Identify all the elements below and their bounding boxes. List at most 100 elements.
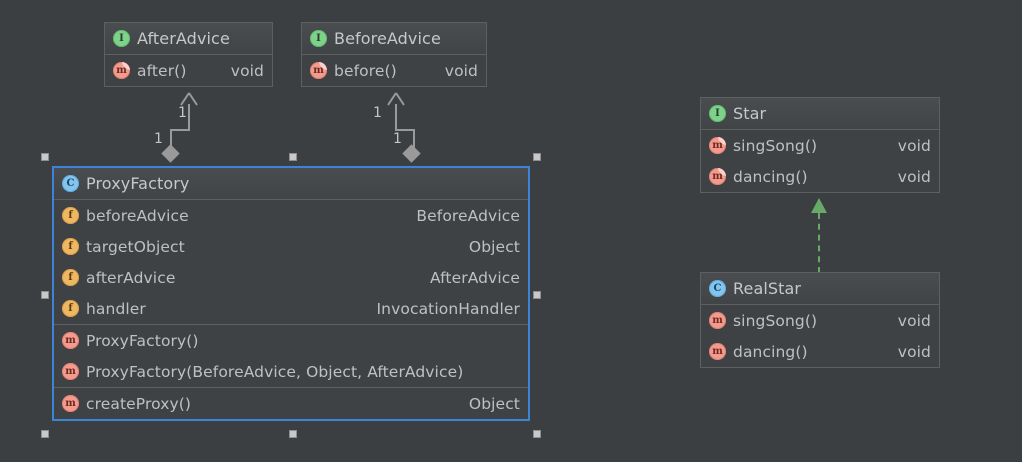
connector-segment [188,104,190,131]
member-type: void [897,136,931,155]
class-members-section: m before() void [302,55,486,86]
abstract-method-icon: m [709,168,726,185]
connector-segment [170,129,190,131]
class-methods-section: m createProxy() Object [54,388,528,419]
method-icon: m [62,363,79,380]
member-row[interactable]: f afterAdvice AfterAdvice [54,262,528,293]
member-type: void [897,167,931,186]
resize-handle-bottom-right[interactable] [533,430,541,438]
class-box-before-advice[interactable]: I BeforeAdvice m before() void [301,22,487,87]
field-icon: f [62,269,79,286]
member-name: before() [334,61,397,80]
member-name: singSong() [733,311,818,330]
class-name: AfterAdvice [137,29,230,48]
member-name: targetObject [86,237,185,256]
interface-icon: I [709,105,726,122]
class-box-real-star[interactable]: C RealStar m singSong() void m dancing()… [700,272,940,368]
class-box-proxy-factory[interactable]: C ProxyFactory f beforeAdvice BeforeAdvi… [52,166,530,421]
class-box-star[interactable]: I Star m singSong() void m dancing() voi… [700,97,940,193]
method-icon: m [709,343,726,360]
class-members-section: m singSong() void m dancing() void [701,305,939,367]
field-icon: f [62,300,79,317]
member-type: void [444,61,478,80]
member-type: AfterAdvice [429,268,520,287]
member-name: dancing() [733,167,808,186]
member-type: Object [468,237,520,256]
member-name: beforeAdvice [86,206,189,225]
member-row[interactable]: f handler InvocationHandler [54,293,528,324]
class-name: BeforeAdvice [334,29,441,48]
resize-handle-middle-left[interactable] [41,291,49,299]
multiplicity-label: 1 [393,131,402,147]
resize-handle-bottom-left[interactable] [41,430,49,438]
resize-handle-top-center[interactable] [289,153,297,161]
connector-segment [395,104,397,131]
connector-segment [818,213,820,273]
class-box-header[interactable]: C RealStar [701,273,939,305]
member-row[interactable]: m createProxy() Object [54,388,528,419]
member-row[interactable]: m after() void [105,55,272,86]
member-row[interactable]: m singSong() void [701,130,939,161]
member-row[interactable]: m singSong() void [701,305,939,336]
interface-icon: I [310,30,327,47]
class-box-header[interactable]: I Star [701,98,939,130]
inheritance-arrowhead-icon [385,92,407,106]
member-name: singSong() [733,136,818,155]
class-members-section: m after() void [105,55,272,86]
member-name: handler [86,299,146,318]
member-row[interactable]: f targetObject Object [54,231,528,262]
class-box-header[interactable]: C ProxyFactory [54,168,528,200]
connector-segment [170,129,172,154]
resize-handle-top-right[interactable] [533,153,541,161]
class-name: Star [733,104,767,123]
member-type: void [230,61,264,80]
member-row[interactable]: m ProxyFactory() [54,325,528,356]
resize-handle-bottom-center[interactable] [289,430,297,438]
multiplicity-label: 1 [373,105,382,121]
multiplicity-label: 1 [154,131,163,147]
member-name: createProxy() [86,394,192,413]
aggregation-diamond-icon [161,144,180,163]
member-row[interactable]: f beforeAdvice BeforeAdvice [54,200,528,231]
class-fields-section: f beforeAdvice BeforeAdvice f targetObje… [54,200,528,325]
member-name: afterAdvice [86,268,176,287]
interface-icon: I [113,30,130,47]
inheritance-arrowhead-icon [178,92,200,106]
class-icon: C [709,280,726,297]
class-name: RealStar [733,279,802,298]
realization-arrowhead-icon [808,198,830,214]
class-name: ProxyFactory [86,174,190,193]
connector-segment [413,129,415,154]
resize-handle-middle-right[interactable] [533,291,541,299]
method-icon: m [709,312,726,329]
method-icon: m [62,395,79,412]
member-row[interactable]: m ProxyFactory(BeforeAdvice, Object, Aft… [54,356,528,387]
member-name: after() [137,61,187,80]
member-type: void [897,342,931,361]
aggregation-diamond-icon [402,144,421,163]
field-icon: f [62,238,79,255]
member-type: Object [468,394,520,413]
class-box-header[interactable]: I AfterAdvice [105,23,272,55]
multiplicity-label: 1 [178,105,187,121]
class-box-header[interactable]: I BeforeAdvice [302,23,486,55]
class-box-after-advice[interactable]: I AfterAdvice m after() void [104,22,273,87]
class-constructors-section: m ProxyFactory() m ProxyFactory(BeforeAd… [54,325,528,388]
member-name: ProxyFactory() [86,331,199,350]
member-type: BeforeAdvice [416,206,520,225]
abstract-method-icon: m [709,137,726,154]
member-row[interactable]: m before() void [302,55,486,86]
member-type: void [897,311,931,330]
member-type: InvocationHandler [376,299,520,318]
class-icon: C [62,175,79,192]
member-row[interactable]: m dancing() void [701,161,939,192]
connector-segment [395,129,415,131]
member-name: dancing() [733,342,808,361]
member-name: ProxyFactory(BeforeAdvice, Object, After… [86,362,464,381]
resize-handle-top-left[interactable] [41,153,49,161]
abstract-method-icon: m [113,62,130,79]
field-icon: f [62,207,79,224]
member-row[interactable]: m dancing() void [701,336,939,367]
class-members-section: m singSong() void m dancing() void [701,130,939,192]
